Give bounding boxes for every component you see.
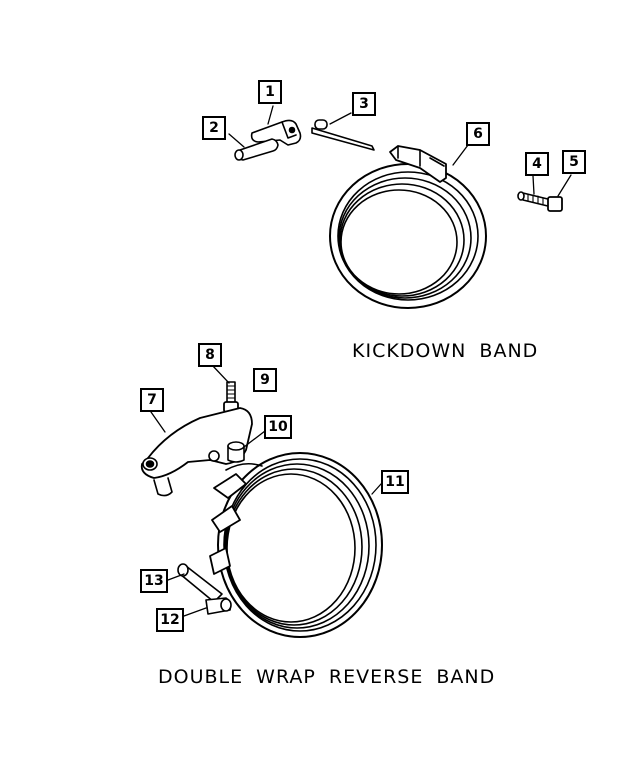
reverse-band-lever — [140, 407, 253, 497]
callout-4: 4 — [525, 152, 549, 176]
reverse-pin — [183, 597, 232, 617]
kickdown-band-caption: KICKDOWN BAND — [352, 340, 539, 362]
callout-9: 9 — [253, 368, 277, 392]
kickdown-lever — [250, 105, 302, 146]
callout-11: 11 — [381, 470, 409, 494]
kickdown-pin — [228, 133, 279, 161]
callout-1: 1 — [258, 80, 282, 104]
double-wrap-band — [209, 452, 383, 638]
reverse-adjusting-screw — [211, 364, 239, 413]
reverse-pivot-pin — [227, 430, 266, 463]
callout-8: 8 — [198, 343, 222, 367]
callout-13: 13 — [140, 569, 168, 593]
callout-7: 7 — [140, 388, 164, 412]
callout-10: 10 — [264, 415, 292, 439]
callout-6: 6 — [466, 122, 490, 146]
callout-12: 12 — [156, 608, 184, 632]
callout-2: 2 — [202, 116, 226, 140]
kickdown-strut — [311, 112, 375, 151]
band-adjusting-screw — [517, 174, 572, 212]
callout-3: 3 — [352, 92, 376, 116]
callout-5: 5 — [562, 150, 586, 174]
reverse-band-caption: DOUBLE WRAP REVERSE BAND — [158, 666, 496, 688]
kickdown-band — [329, 144, 487, 309]
